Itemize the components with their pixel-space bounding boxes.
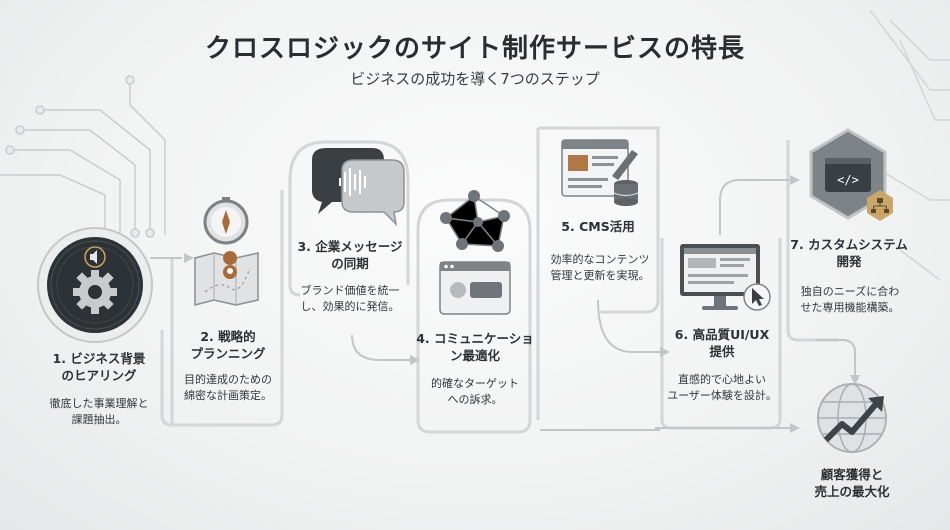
- flow-path: [160, 126, 838, 434]
- step-4-title-line-2: ン最適化: [449, 348, 500, 363]
- outcome-title-line-1: 顧客獲得と: [820, 467, 884, 482]
- compass-map-icon: [194, 197, 259, 306]
- step-5-desc-line-1: 効率的なコンテンツ: [550, 253, 650, 266]
- step-1-title-line-1: 1. ビジネス背景: [52, 351, 146, 366]
- step-4-desc: 的確なターゲット への訴求。: [414, 376, 536, 408]
- step-5-desc-line-2: 管理と更新を実現。: [550, 269, 650, 282]
- step-3-desc-line-2: し、効果的に発信。: [300, 300, 400, 313]
- step-4-desc-line-2: への訴求。: [447, 393, 503, 406]
- step-5-desc: 効率的なコンテンツ 管理と更新を実現。: [538, 252, 662, 284]
- speech-bubbles-icon: [312, 148, 405, 227]
- globe-growth-icon: [817, 383, 887, 453]
- step-3-title-line-2: の同期: [331, 256, 369, 271]
- step-1-desc-line-1: 徹底した事業理解と: [49, 397, 149, 410]
- step-6-desc-line-1: 直感的で心地よい: [678, 373, 766, 386]
- step-6-title-line-1: 6. 高品質UI/UX: [674, 327, 770, 342]
- step-7-title-line-1: 7. カスタムシステム: [790, 237, 908, 252]
- step-3-title: 3. 企業メッセージ の同期: [288, 238, 412, 272]
- step-6-desc-line-2: ユーザー体験を設計。: [667, 389, 777, 402]
- flow-arrows: [150, 179, 856, 431]
- circuit-lines-left: [0, 80, 166, 235]
- step-7-desc-line-1: 独自のニーズに合わ: [800, 285, 900, 298]
- gear-sound-icon: [37, 227, 153, 343]
- network-chat-icon: [439, 190, 511, 315]
- step-3-title-line-1: 3. 企業メッセージ: [297, 239, 403, 254]
- code-hexagon-icon: </>: [809, 128, 893, 221]
- step-1-desc-line-2: 課題抽出。: [71, 413, 127, 426]
- step-2-title: 2. 戦略的 プランニング: [168, 328, 288, 362]
- cms-database-icon: [561, 139, 639, 206]
- step-7-title-line-2: 開発: [836, 254, 862, 269]
- svg-text:</>: </>: [837, 173, 859, 187]
- step-6-desc: 直感的で心地よい ユーザー体験を設計。: [656, 372, 788, 404]
- monitor-cursor-icon: [680, 244, 771, 311]
- outcome-title: 顧客獲得と 売上の最大化: [790, 466, 914, 500]
- step-2-title-line-2: プランニング: [190, 346, 266, 361]
- step-6-title: 6. 高品質UI/UX 提供: [660, 326, 784, 360]
- step-1-desc: 徹底した事業理解と 課題抽出。: [36, 396, 162, 428]
- page-subtitle: ビジネスの成功を導く7つのステップ: [350, 70, 600, 88]
- step-4-title: 4. コミュニケーショ ン最適化: [414, 330, 536, 364]
- step-3-desc: ブランド価値を統一 し、効果的に発信。: [288, 283, 412, 315]
- step-1-title: 1. ビジネス背景 のヒアリング: [36, 350, 162, 384]
- circuit-lines-right: [869, 9, 950, 281]
- step-4-title-line-1: 4. コミュニケーショ: [416, 331, 534, 346]
- step-2-desc-line-1: 目的達成のための: [184, 373, 272, 386]
- step-2-desc: 目的達成のための 綿密な計画策定。: [168, 372, 288, 404]
- step-3-desc-line-1: ブランド価値を統一: [300, 284, 400, 297]
- step-7-title: 7. カスタムシステム 開発: [784, 236, 914, 270]
- step-1-title-line-2: のヒアリング: [61, 368, 137, 383]
- step-5-title-line-1: 5. CMS活用: [561, 219, 635, 234]
- step-2-title-line-1: 2. 戦略的: [200, 329, 256, 344]
- step-7-desc-line-2: せた専用機能構築。: [800, 301, 900, 314]
- step-2-desc-line-2: 綿密な計画策定。: [184, 389, 272, 402]
- step-7-desc: 独自のニーズに合わ せた専用機能構築。: [784, 284, 916, 316]
- step-5-title: 5. CMS活用: [538, 218, 658, 235]
- step-4-desc-line-1: 的確なターゲット: [431, 377, 519, 390]
- arrow-heads: [184, 175, 860, 433]
- step-6-title-line-2: 提供: [709, 344, 735, 359]
- page-title: クロスロジックのサイト制作サービスの特長: [204, 34, 745, 64]
- outcome-title-line-2: 売上の最大化: [814, 484, 890, 499]
